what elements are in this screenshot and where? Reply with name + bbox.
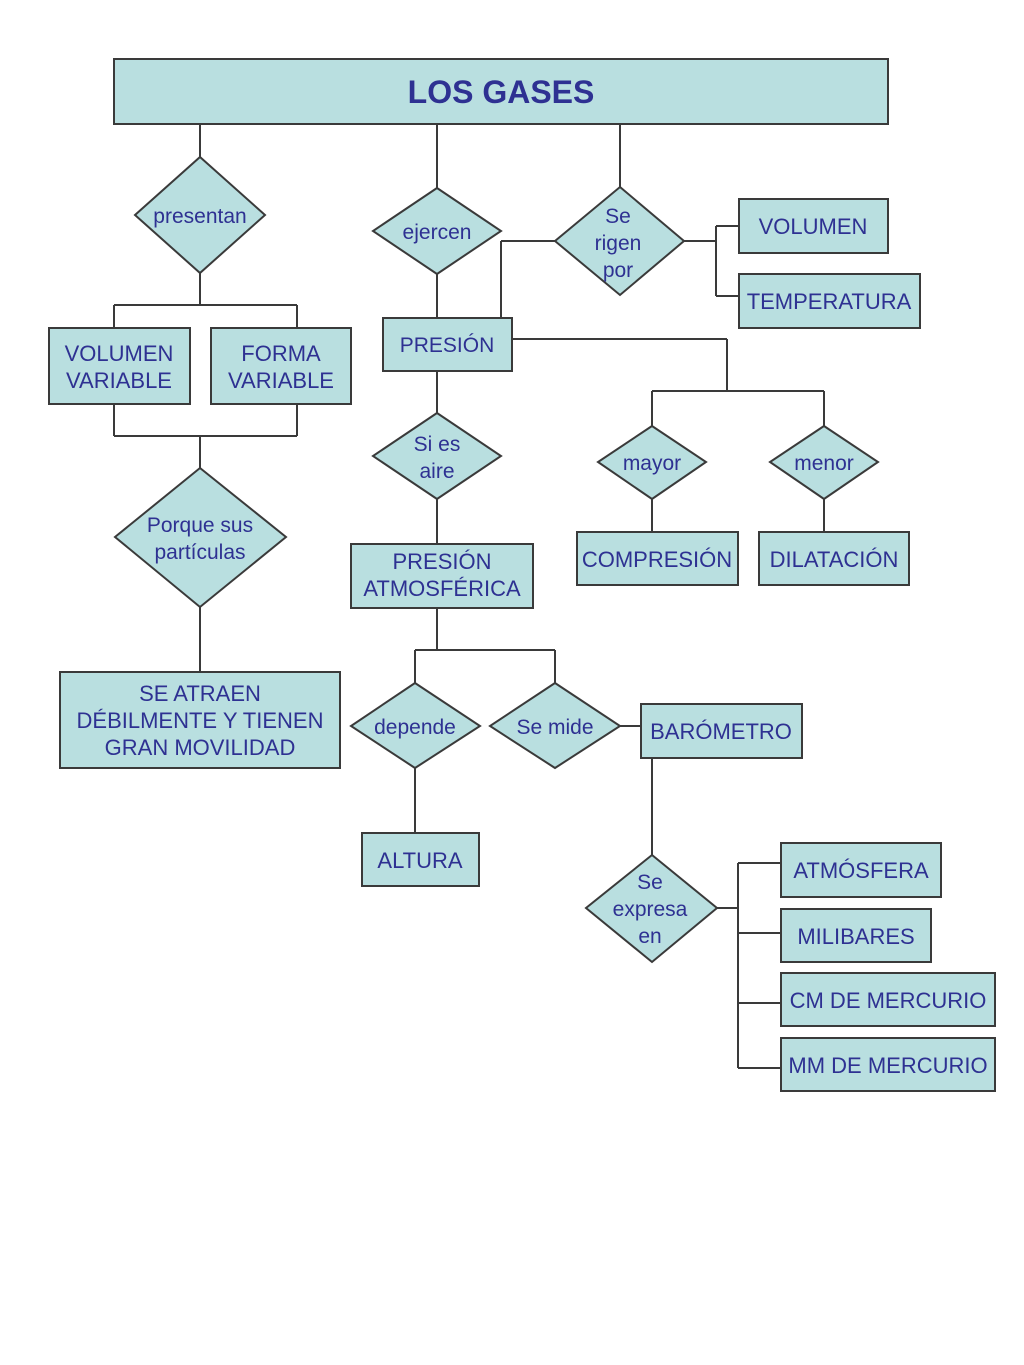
- box-compresion: COMPRESIÓN: [576, 531, 739, 586]
- diamond-depende: depende: [349, 681, 482, 770]
- label-line: MILIBARES: [797, 924, 914, 949]
- diamond-presentan: presentan: [133, 155, 267, 275]
- label-line: SE ATRAEN: [139, 681, 261, 706]
- label-line: BARÓMETRO: [650, 719, 792, 744]
- box-volumen: VOLUMEN: [738, 198, 889, 254]
- diamond-mayor: mayor: [596, 424, 708, 501]
- diamond-menor: menor: [768, 424, 880, 501]
- se-expresa-en-label: Se expresa en: [613, 871, 688, 948]
- temperatura-label: TEMPERATURA: [747, 289, 912, 314]
- label-line: depende: [374, 716, 456, 739]
- presion-label: PRESIÓN: [400, 334, 495, 357]
- diamond-porque-sus-particulas: Porque sus partículas: [113, 466, 288, 609]
- label-line: TEMPERATURA: [747, 289, 912, 314]
- label-line: presentan: [153, 205, 246, 228]
- diamond-se-rigen-por: Se rigen por: [553, 185, 686, 297]
- milibares-label: MILIBARES: [797, 924, 914, 949]
- ejercen-label: ejercen: [403, 221, 472, 244]
- label-line: ATMÓSFERA: [793, 858, 929, 883]
- label-line: mayor: [623, 452, 681, 475]
- porque-sus-particulas-label: Porque sus partículas: [147, 514, 253, 564]
- label-line: en: [638, 925, 661, 948]
- box-milibares: MILIBARES: [780, 908, 932, 963]
- presentan-label: presentan: [153, 205, 246, 228]
- label-line: partículas: [154, 541, 245, 564]
- label-line: menor: [794, 452, 854, 475]
- compresion-label: COMPRESIÓN: [582, 547, 732, 572]
- box-cm-mercurio: CM DE MERCURIO: [780, 972, 996, 1027]
- diamond-se-expresa-en: Se expresa en: [584, 853, 719, 964]
- connector-lines: [113, 124, 825, 1069]
- label-line: DÉBILMENTE Y TIENEN: [77, 708, 324, 733]
- cm-mercurio-label: CM DE MERCURIO: [790, 988, 987, 1013]
- label-line: Si es: [414, 433, 461, 456]
- label-line: CM DE MERCURIO: [790, 988, 987, 1013]
- si-es-aire-label: Si es aire: [414, 433, 461, 483]
- label-line: rigen: [595, 232, 642, 255]
- diamond-ejercen: ejercen: [371, 186, 503, 276]
- label-line: Porque sus: [147, 514, 253, 537]
- box-mm-mercurio: MM DE MERCURIO: [780, 1037, 996, 1092]
- label-line: Se: [637, 871, 663, 894]
- box-presion: PRESIÓN: [382, 317, 513, 372]
- label-line: Se: [605, 205, 631, 228]
- diamond-se-mide: Se mide: [488, 681, 622, 770]
- label-line: Se mide: [516, 716, 593, 739]
- label-line: por: [603, 259, 633, 282]
- label-line: COMPRESIÓN: [582, 547, 732, 572]
- box-atmosfera: ATMÓSFERA: [780, 842, 942, 898]
- depende-label: depende: [374, 716, 456, 739]
- altura-label: ALTURA: [377, 848, 462, 873]
- label-line: PRESIÓN: [392, 549, 491, 574]
- label-line: FORMA: [241, 341, 321, 366]
- label-line: MM DE MERCURIO: [788, 1053, 987, 1078]
- box-barometro: BARÓMETRO: [640, 703, 803, 759]
- label-line: VOLUMEN: [65, 341, 174, 366]
- mm-mercurio-label: MM DE MERCURIO: [788, 1053, 987, 1078]
- label-line: expresa: [613, 898, 688, 921]
- label-line: ALTURA: [377, 848, 462, 873]
- se-mide-label: Se mide: [516, 716, 593, 739]
- menor-label: menor: [794, 452, 854, 475]
- box-dilatacion: DILATACIÓN: [758, 531, 910, 586]
- label-line: VOLUMEN: [759, 214, 868, 239]
- atmosfera-label: ATMÓSFERA: [793, 858, 929, 883]
- barometro-label: BARÓMETRO: [650, 719, 792, 744]
- diagram-title: LOS GASES: [408, 74, 595, 110]
- label-line: VARIABLE: [66, 368, 172, 393]
- mayor-label: mayor: [623, 452, 681, 475]
- box-temperatura: TEMPERATURA: [738, 273, 921, 329]
- label-line: ejercen: [403, 221, 472, 244]
- title-box: LOS GASES: [113, 58, 889, 125]
- box-altura: ALTURA: [361, 832, 480, 887]
- volumen-label: VOLUMEN: [759, 214, 868, 239]
- label-line: ATMOSFÉRICA: [363, 576, 521, 601]
- label-line: aire: [419, 460, 454, 483]
- dilatacion-label: DILATACIÓN: [770, 547, 899, 572]
- label-line: VARIABLE: [228, 368, 334, 393]
- diamond-si-es-aire: Si es aire: [371, 411, 503, 501]
- label-line: GRAN MOVILIDAD: [105, 735, 296, 760]
- label-line: PRESIÓN: [400, 334, 495, 357]
- label-line: DILATACIÓN: [770, 547, 899, 572]
- se-rigen-por-label: Se rigen por: [595, 205, 642, 282]
